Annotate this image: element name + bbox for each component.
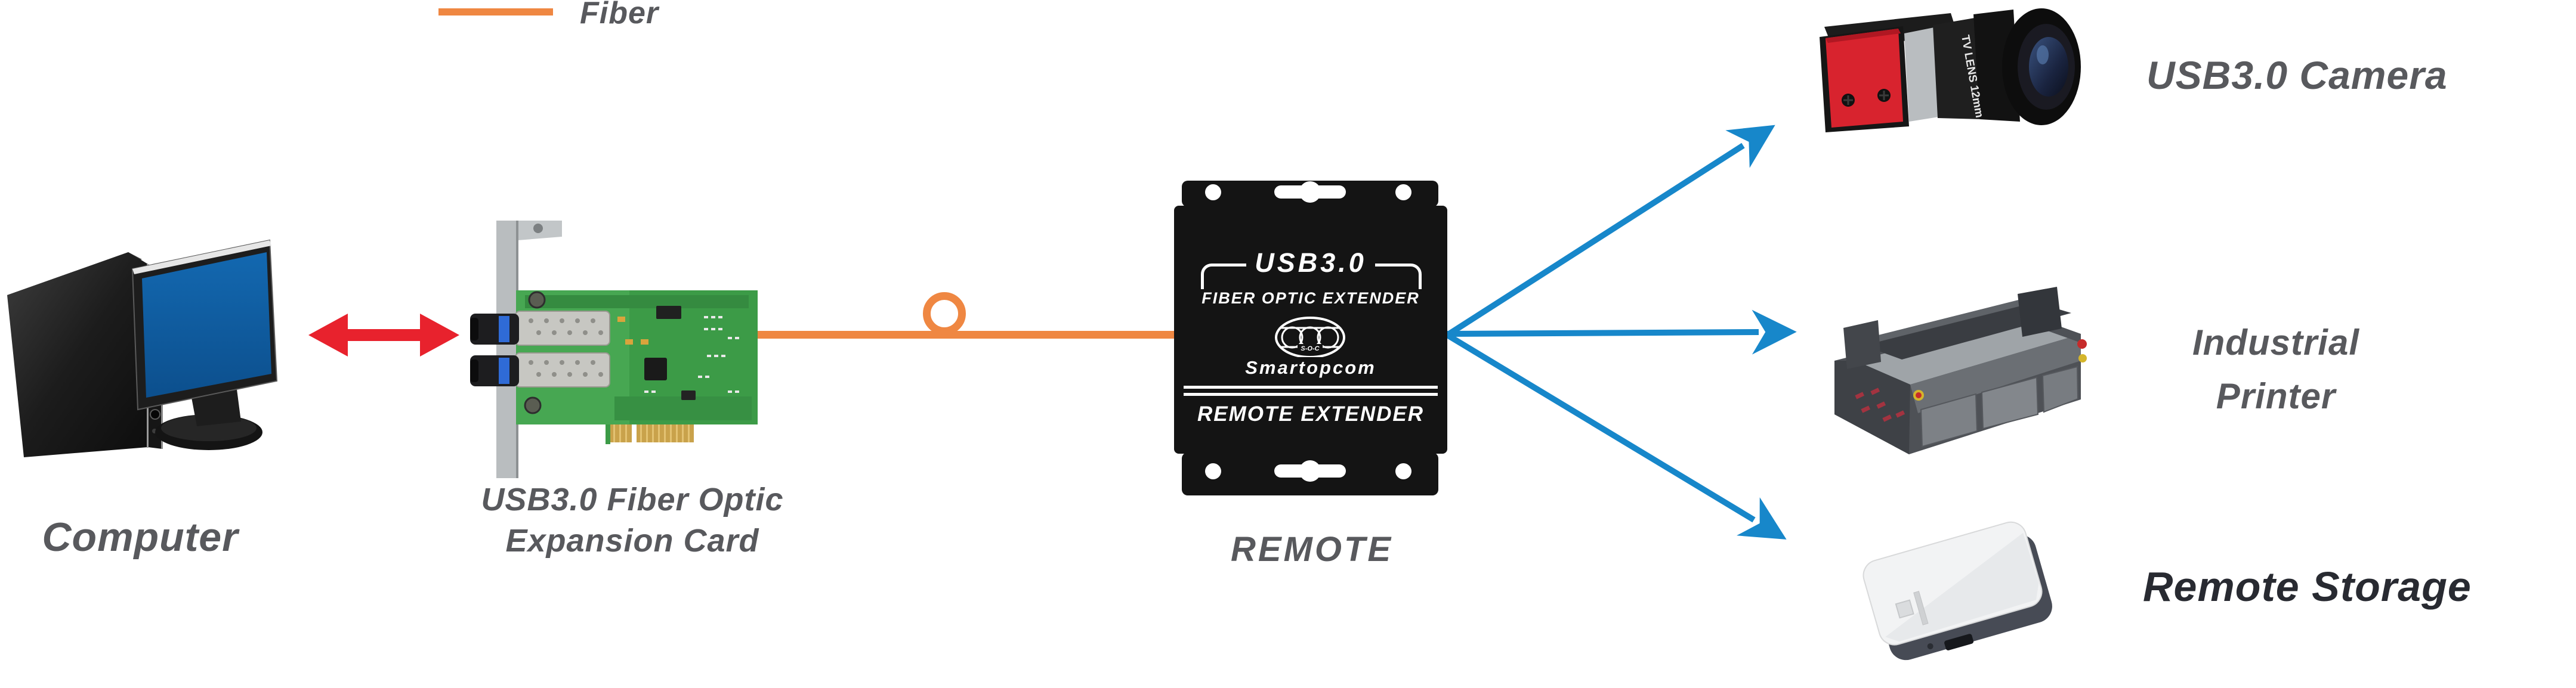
arrow-to-storage xyxy=(1445,332,1787,540)
lc-connectors xyxy=(470,314,519,386)
arrow-to-printer xyxy=(1447,309,1797,355)
mount-slot-top-circle xyxy=(1299,181,1321,203)
storage-drive xyxy=(1862,521,2052,661)
expansion-card-label-line2: Expansion Card xyxy=(505,523,759,559)
legend-fiber-line xyxy=(438,8,553,16)
storage-label: Remote Storage xyxy=(2143,563,2472,610)
remote-caption: REMOTE xyxy=(1230,530,1394,569)
screw-hole-bottom-right xyxy=(1395,463,1411,479)
remote-extender-box: USB3.0 FIBER OPTIC EXTENDER S-O-C Smarto… xyxy=(1174,181,1447,497)
red-usb-arrow xyxy=(308,314,459,357)
printer-buttons xyxy=(1855,339,2087,422)
legend-fiber-label: Fiber xyxy=(580,0,659,30)
computer-monitor xyxy=(131,239,278,411)
divider-line-1 xyxy=(1184,386,1438,389)
soc-logo: S-O-C xyxy=(1275,317,1345,358)
fiber-loop xyxy=(923,292,966,335)
expansion-card-label: USB3.0 Fiber Optic Expansion Card xyxy=(412,479,853,562)
extender-subtitle: FIBER OPTIC EXTENDER xyxy=(1174,289,1447,308)
camera-label: USB3.0 Camera xyxy=(2146,53,2448,97)
printer-gantry xyxy=(1843,287,2071,369)
computer-label: Computer xyxy=(42,515,239,560)
printer-label-line2: Printer xyxy=(2216,376,2336,416)
arrow-to-camera xyxy=(1445,125,1775,338)
screw-hole-top-right xyxy=(1395,184,1411,200)
soc-logo-text: S-O-C xyxy=(1301,345,1320,352)
storage-illustration xyxy=(1862,521,2052,661)
expansion-card-illustration xyxy=(470,221,758,478)
fiber-cable xyxy=(747,331,1178,339)
divider-line-2 xyxy=(1184,393,1438,396)
blue-link-arrows xyxy=(1445,125,1797,540)
mount-slot-bottom-circle xyxy=(1299,460,1321,482)
sfp-cages xyxy=(515,311,610,388)
printer-label-line1: Industrial xyxy=(2192,323,2360,362)
extender-role: REMOTE EXTENDER xyxy=(1174,402,1447,426)
printer-illustration xyxy=(1834,287,2087,454)
screw-hole-top-left xyxy=(1205,184,1221,200)
expansion-card-label-line1: USB3.0 Fiber Optic xyxy=(481,482,784,517)
computer-illustration xyxy=(7,239,278,457)
screw-hole-bottom-left xyxy=(1205,463,1221,479)
extender-title: USB3.0 xyxy=(1174,247,1447,278)
printer-label: Industrial Printer xyxy=(2124,316,2428,423)
camera-lens: TV LENS 12mm xyxy=(1904,8,2081,125)
camera-body xyxy=(1820,13,1958,132)
camera-illustration: TV LENS 12mm xyxy=(1820,8,2081,132)
extender-brand: Smartopcom xyxy=(1174,357,1447,379)
